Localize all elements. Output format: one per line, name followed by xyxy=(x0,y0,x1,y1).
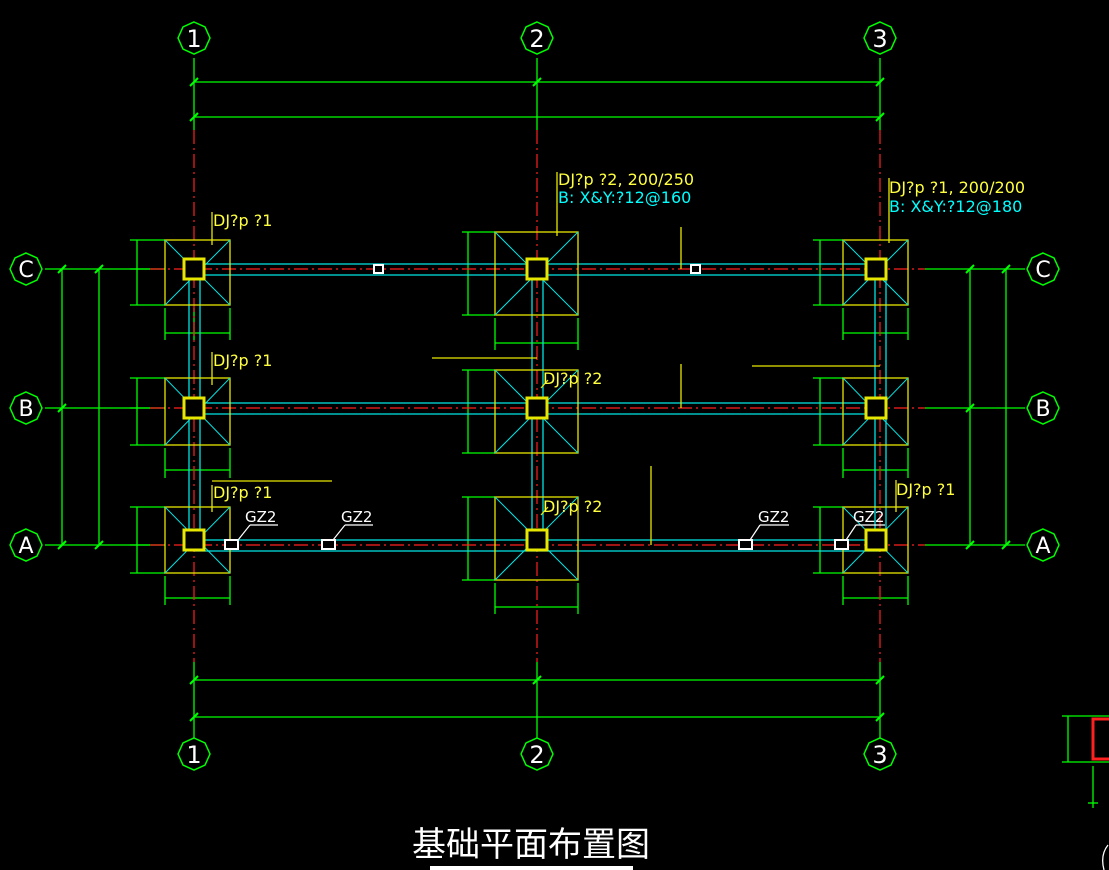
axis-bubble-c-left: C xyxy=(9,252,43,286)
footing-a2 xyxy=(494,496,579,581)
axis-bubble-1-top: 1 xyxy=(177,21,211,55)
axis-bubble-a-right: A xyxy=(1026,528,1060,562)
axis-label-3-bottom: 3 xyxy=(872,741,887,769)
axis-bubbles-columns-top: 1 2 3 xyxy=(177,21,897,55)
dimension-ticks xyxy=(57,77,1011,722)
gz-leaders xyxy=(237,524,885,541)
footing-a1-label: DJ?p ?1 xyxy=(213,483,272,502)
axis-bubble-3-top: 3 xyxy=(863,21,897,55)
footing-b1 xyxy=(164,377,231,446)
axis-bubble-b-left: B xyxy=(9,391,43,425)
axis-label-3-top: 3 xyxy=(872,25,887,53)
footing-a3 xyxy=(842,506,909,574)
annotation-texts: DJ?p ?2, 200/250 B: X&Y:?12@160 DJ?p ?1,… xyxy=(213,170,1025,526)
axis-label-a-right: A xyxy=(1035,534,1050,559)
footing-c2 xyxy=(494,231,579,316)
axis-bubbles-columns-bottom: 1 2 3 xyxy=(177,737,897,771)
drawing-title-text: 基础平面布置图 xyxy=(412,825,650,865)
leader-lines xyxy=(211,172,897,545)
gz-label-1: GZ2 xyxy=(245,508,276,526)
axis-label-2-top: 2 xyxy=(529,25,544,53)
axis-label-b-left: B xyxy=(18,397,33,422)
axis-center-lines xyxy=(150,130,925,662)
axis-bubble-a-left: A xyxy=(9,528,43,562)
axis-label-1-top: 1 xyxy=(186,25,201,53)
footing-c3-type-label: DJ?p ?1, 200/200 xyxy=(889,178,1025,197)
gz-label-4: GZ2 xyxy=(853,508,884,526)
footing-a2-label: DJ?p ?2 xyxy=(543,497,602,516)
footing-c2-type-label: DJ?p ?2, 200/250 xyxy=(558,170,694,189)
footing-b2 xyxy=(494,369,579,454)
axis-label-a-left: A xyxy=(18,534,33,559)
axis-label-c-right: C xyxy=(1035,258,1050,283)
axis-bubble-1-bottom: 1 xyxy=(177,737,211,771)
footing-b3 xyxy=(842,377,909,446)
footing-a3-label: DJ?p ?1 xyxy=(896,480,955,499)
axis-bubble-2-bottom: 2 xyxy=(520,737,554,771)
axis-bubbles-rows-right: C B A xyxy=(1026,252,1060,562)
axis-label-b-right: B xyxy=(1035,397,1050,422)
footing-c2-rebar-label: B: X&Y:?12@160 xyxy=(558,188,691,207)
footing-c3 xyxy=(842,239,909,306)
gz-label-2: GZ2 xyxy=(341,508,372,526)
drawing-title: 基础平面布置图 xyxy=(412,825,650,870)
axis-label-2-bottom: 2 xyxy=(529,741,544,769)
footing-b2-label: DJ?p ?2 xyxy=(543,369,602,388)
axis-label-c-left: C xyxy=(18,258,33,283)
footing-c1-label: DJ?p ?1 xyxy=(213,211,272,230)
footing-c3-rebar-label: B: X&Y:?12@180 xyxy=(889,197,1022,216)
axis-label-1-bottom: 1 xyxy=(186,741,201,769)
axis-bubble-3-bottom: 3 xyxy=(863,737,897,771)
gz-columns xyxy=(224,264,849,550)
partial-detail-fragment xyxy=(1062,715,1109,870)
axis-bubble-2-top: 2 xyxy=(520,21,554,55)
axis-bubble-c-right: C xyxy=(1026,252,1060,286)
footing-c1 xyxy=(164,239,231,306)
gz-label-3: GZ2 xyxy=(758,508,789,526)
axis-bubbles-rows-left: C B A xyxy=(9,252,43,562)
axis-bubble-b-right: B xyxy=(1026,391,1060,425)
footing-b1-label: DJ?p ?1 xyxy=(213,351,272,370)
